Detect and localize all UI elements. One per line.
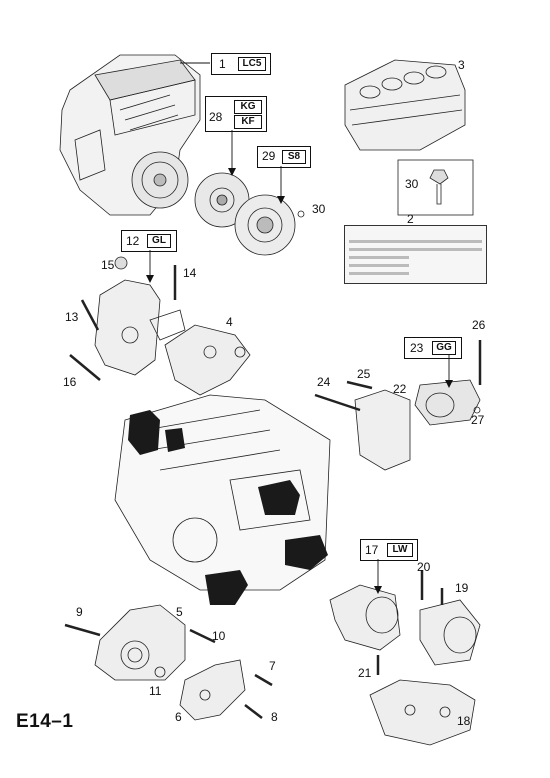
pressure-plate-illustration	[234, 194, 305, 256]
clutch-disc-illustration	[194, 172, 250, 228]
engine-block-illustration	[344, 59, 466, 151]
label-plate-illustration	[344, 225, 487, 284]
callout-13: 13	[65, 310, 79, 324]
leader-arrows	[146, 168, 453, 594]
callout-23: 23	[410, 341, 424, 355]
callout-12: 12	[126, 234, 140, 248]
callout-29: 29	[262, 149, 276, 163]
callout-14: 14	[183, 266, 197, 280]
callout-17: 17	[365, 543, 379, 557]
code-box-23-value: GG	[432, 341, 456, 355]
code-box-28-bottom-value: KF	[234, 115, 262, 129]
bracket-18-illustration	[369, 679, 476, 746]
callout-20: 20	[417, 560, 431, 574]
code-box-23	[404, 337, 462, 359]
leader-lines	[149, 62, 450, 586]
page-code: E14–1	[16, 711, 74, 732]
callout-15: 15	[101, 258, 115, 272]
code-box-17	[360, 539, 418, 561]
callout-5: 5	[176, 605, 183, 619]
callout-25: 25	[357, 367, 371, 381]
engine-assembly-illustration	[59, 54, 201, 216]
callout-10: 10	[212, 629, 226, 643]
callout-19: 19	[455, 581, 469, 595]
callout-28: 28	[209, 110, 223, 124]
code-box-29	[257, 146, 311, 168]
callout-24: 24	[317, 375, 331, 389]
code-box-1	[211, 53, 271, 75]
bracket-6-illustration	[179, 659, 273, 721]
bolt-30-illustration	[397, 159, 474, 216]
mount-bracket-12-illustration	[69, 256, 186, 381]
code-box-1-value: LC5	[238, 57, 266, 71]
callout-4: 4	[226, 315, 233, 329]
code-box-28-top-value: KG	[234, 100, 262, 114]
callout-3: 3	[458, 58, 465, 72]
mount-22-23-illustration	[314, 340, 482, 471]
code-box-28	[205, 96, 267, 132]
code-box-12-value: GL	[147, 234, 171, 248]
callout-9: 9	[76, 605, 83, 619]
callout-2: 2	[407, 212, 414, 226]
callout-11: 11	[149, 684, 162, 698]
code-box-29-value: S8	[282, 150, 306, 164]
callout-30b: 30	[312, 202, 326, 216]
code-box-12	[121, 230, 177, 252]
callout-1: 1	[219, 57, 226, 71]
callout-16: 16	[63, 375, 77, 389]
callout-27: 27	[471, 413, 485, 427]
bracket-4-illustration	[164, 324, 251, 396]
callout-21: 21	[358, 666, 372, 680]
highlighted-mount-locations	[128, 410, 328, 605]
callout-18: 18	[457, 714, 471, 728]
mount-5-illustration	[64, 604, 216, 681]
callout-30: 30	[405, 177, 419, 191]
callout-26: 26	[472, 318, 486, 332]
mount-17-illustration	[329, 570, 481, 675]
callout-6: 6	[175, 710, 182, 724]
callout-7: 7	[269, 659, 276, 673]
callout-8: 8	[271, 710, 278, 724]
callout-22: 22	[393, 382, 407, 396]
code-box-17-value: LW	[387, 543, 413, 557]
